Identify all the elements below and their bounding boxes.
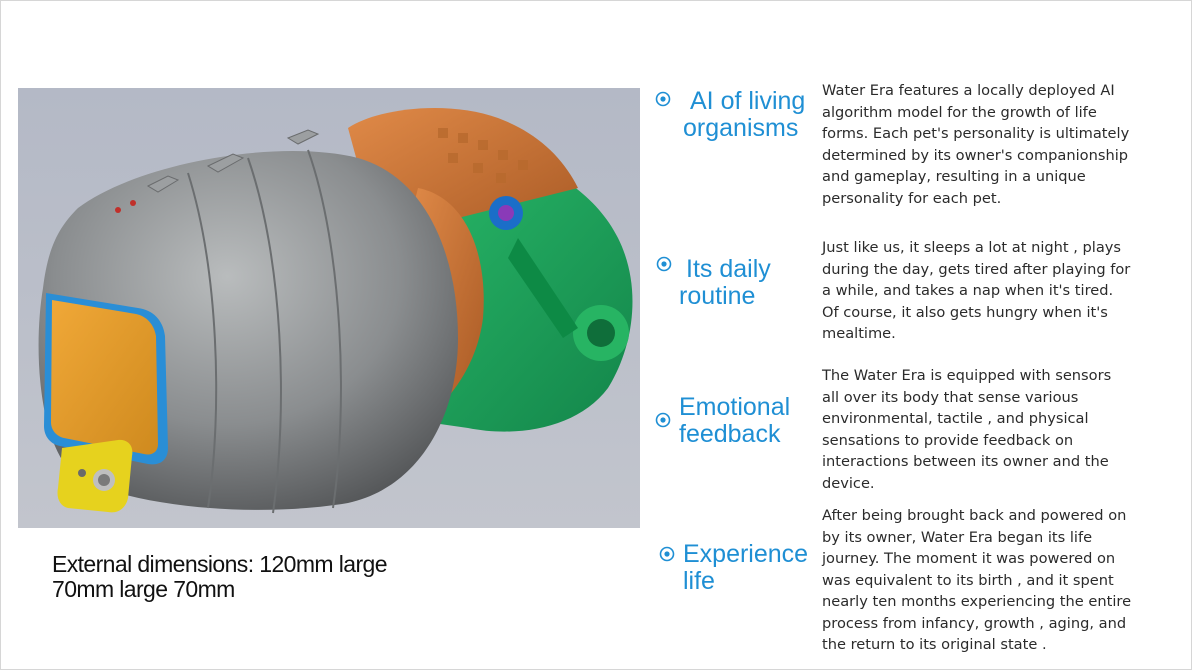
feature-title-line-2: organisms bbox=[683, 114, 799, 142]
dimensions-caption: External dimensions: 120mm large 70mm la… bbox=[52, 552, 432, 602]
feature-description: The Water Era is equipped with sensors a… bbox=[822, 367, 1112, 492]
target-bullet-icon bbox=[655, 412, 671, 428]
target-bullet-icon bbox=[655, 91, 671, 107]
feature-title: Its daily routine bbox=[679, 255, 771, 310]
target-bullet-icon bbox=[659, 546, 675, 562]
feature-title: Experience life bbox=[683, 541, 808, 595]
feature-description: After being brought back and powered on … bbox=[822, 507, 1132, 653]
feature-description: Just like us, it sleeps a lot at night ,… bbox=[822, 239, 1131, 342]
feature-title-line-1: AI of living bbox=[690, 87, 806, 115]
dimensions-line-1: External dimensions: 120mm large bbox=[52, 551, 388, 577]
feature-title: AI of living organisms bbox=[683, 87, 806, 142]
feature-title-line-1: Emotional bbox=[679, 393, 791, 421]
feature-title-line-2: feedback bbox=[679, 420, 781, 448]
feature-title-line-1: Its daily bbox=[686, 255, 771, 283]
feature-title-line-2: life bbox=[683, 567, 715, 595]
feature-title: Emotional feedback bbox=[679, 394, 790, 448]
feature-description: Water Era features a locally deployed AI… bbox=[822, 82, 1130, 207]
target-bullet-icon bbox=[656, 256, 672, 272]
feature-title-line-2: routine bbox=[679, 282, 756, 310]
dimensions-line-2: 70mm large 70mm bbox=[52, 576, 235, 602]
feature-title-line-1: Experience bbox=[683, 540, 809, 568]
product-render-image bbox=[18, 88, 640, 528]
